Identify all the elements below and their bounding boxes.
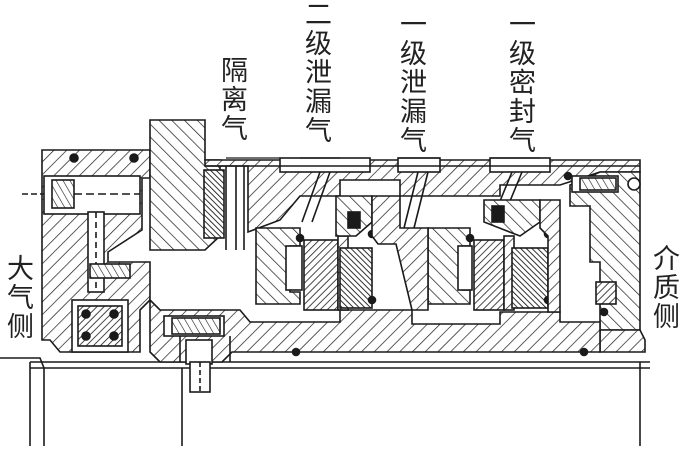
primary-seal	[427, 199, 553, 311]
label-isolation-gas: 隔离气	[216, 56, 247, 143]
shaft	[0, 357, 650, 446]
right-housing	[563, 171, 646, 353]
middle-block	[371, 195, 561, 313]
shaft-sleeve	[149, 298, 601, 393]
left-housing	[22, 149, 151, 353]
label-secondary-leak: 二级泄漏气	[300, 0, 331, 145]
secondary-seal	[255, 195, 377, 311]
label-atmosphere-side: 大气侧	[2, 254, 33, 341]
label-primary-leak: 一级泄漏气	[395, 10, 426, 155]
top-cover	[204, 157, 641, 245]
flange	[149, 119, 245, 251]
label-medium-side: 介质侧	[648, 244, 679, 331]
label-primary-seal: 一级密封气	[504, 10, 535, 155]
